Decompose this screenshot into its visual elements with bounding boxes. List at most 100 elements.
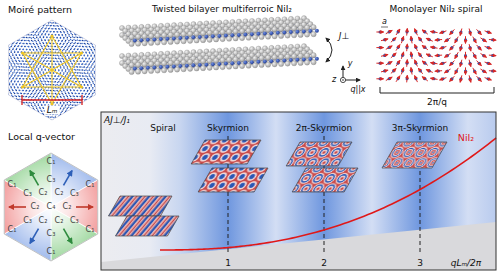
lattice-site: [34, 69, 36, 71]
lattice-site: [73, 31, 75, 33]
lattice-site: [41, 81, 43, 83]
bilayer-lattice: [119, 16, 318, 75]
lattice-site: [65, 115, 67, 117]
lattice-site: [21, 31, 23, 33]
lattice-site: [43, 96, 45, 98]
lattice-site: [34, 22, 36, 24]
lattice-site: [16, 48, 18, 50]
lattice-site: [71, 62, 73, 64]
lattice-site: [5, 67, 7, 69]
lattice-site: [5, 49, 7, 51]
lattice-site: [31, 34, 32, 36]
lattice-site: [64, 106, 66, 108]
lattice-site: [10, 71, 12, 73]
lattice-site: [22, 113, 24, 115]
lattice-site: [91, 35, 93, 37]
lattice-site: [7, 79, 9, 81]
lattice-site: [43, 80, 45, 82]
lattice-site: [65, 75, 67, 77]
lattice-site: [77, 104, 79, 106]
lattice-site: [70, 119, 72, 121]
lattice-site: [13, 56, 15, 58]
lattice-layer: [0, 17, 105, 124]
lattice-site: [70, 96, 72, 98]
lattice-site: [63, 108, 65, 110]
lattice-site: [29, 55, 31, 57]
lattice-site: [17, 46, 19, 48]
lattice-site: [2, 66, 4, 68]
lattice-site: [57, 82, 59, 84]
lattice-site: [29, 34, 31, 36]
lattice-site: [62, 109, 64, 111]
lattice-site: [103, 69, 105, 71]
lattice-site: [36, 56, 38, 58]
lattice-site: [44, 24, 46, 26]
lattice-site: [41, 110, 43, 112]
lattice-site: [38, 68, 40, 70]
lattice-site: [11, 59, 13, 61]
lattice-site: [24, 28, 26, 30]
lattice-site: [37, 74, 39, 76]
lattice-site: [38, 63, 40, 65]
lattice-site: [41, 116, 43, 118]
lattice-site: [58, 34, 60, 36]
lattice-site: [36, 49, 38, 51]
lattice-site: [60, 32, 62, 34]
lattice-site: [72, 30, 74, 32]
lattice-site: [0, 81, 2, 83]
lattice-site: [46, 21, 48, 23]
lattice-site: [77, 43, 79, 45]
lattice-site: [32, 76, 34, 78]
lattice-site: [53, 60, 55, 62]
lattice-site: [65, 50, 67, 52]
lattice-site: [70, 102, 72, 104]
lattice-site: [73, 60, 75, 62]
lattice-site: [12, 60, 14, 62]
lattice-site: [50, 66, 52, 68]
lattice-site: [14, 51, 16, 53]
lattice-site: [3, 85, 5, 87]
lattice-site: [38, 105, 40, 107]
lattice-site: [7, 52, 8, 54]
lattice-site: [78, 108, 80, 110]
lattice-site: [69, 44, 71, 46]
lattice-site: [24, 37, 26, 39]
lattice-site: [67, 119, 69, 121]
lattice-site: [33, 43, 35, 45]
lattice-site: [33, 113, 35, 115]
lattice-site: [27, 69, 29, 71]
lattice-site: [53, 119, 55, 121]
lattice-site: [51, 122, 53, 124]
lattice-site: [12, 98, 14, 100]
lattice-site: [21, 60, 23, 62]
lattice-site: [70, 83, 72, 85]
lattice-site: [76, 45, 78, 47]
lattice-site: [12, 38, 14, 40]
lattice-site: [73, 108, 75, 110]
lattice-site: [77, 102, 79, 104]
lattice-site: [26, 43, 28, 45]
lattice-site: [67, 68, 69, 70]
lattice-site: [56, 117, 58, 119]
lattice-site: [17, 51, 19, 53]
lattice-site: [26, 49, 28, 51]
lattice-site: [25, 75, 27, 77]
lattice-site: [93, 97, 95, 99]
moire-center: [21, 85, 24, 88]
lattice-site: [61, 81, 63, 83]
lattice-site: [29, 96, 31, 98]
lattice-site: [19, 98, 21, 100]
lattice-site: [92, 87, 94, 89]
lattice-site: [10, 92, 12, 94]
lattice-site: [26, 49, 28, 51]
lattice-site: [34, 23, 36, 25]
q-arrow: [76, 206, 93, 208]
lattice-site: [102, 75, 104, 77]
lattice-site: [92, 38, 94, 40]
q-arrow: [9, 206, 26, 208]
lattice-site: [16, 43, 18, 45]
lattice-site: [71, 48, 73, 50]
lattice-site: [20, 27, 22, 29]
lattice-site: [80, 40, 82, 42]
